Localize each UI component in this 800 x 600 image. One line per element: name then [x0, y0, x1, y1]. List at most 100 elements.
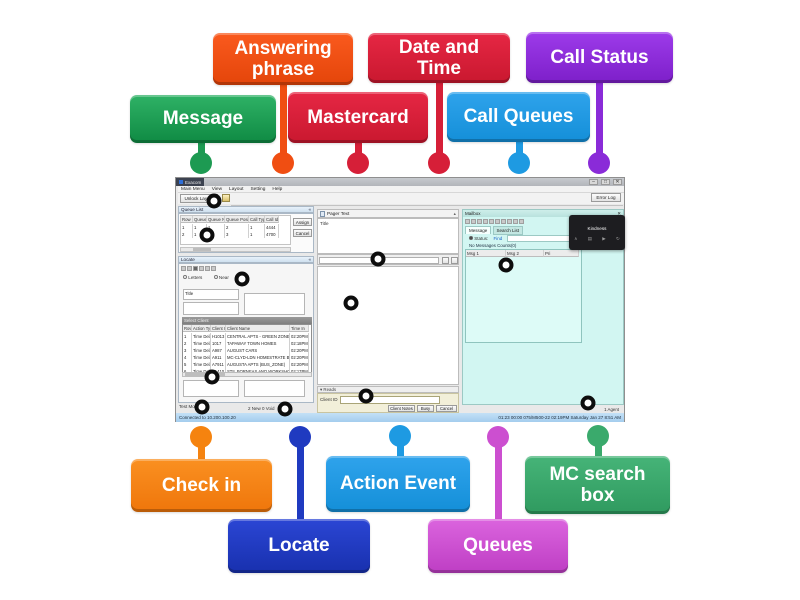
drop-marker[interactable]	[498, 257, 514, 273]
toolbar-icon	[507, 219, 512, 224]
mailbox-tabs: Message Search List	[465, 226, 524, 235]
table-cell: 1	[181, 224, 193, 231]
agents-text: 1 Agent	[604, 407, 619, 412]
toolbar-icon	[465, 219, 470, 224]
drop-marker[interactable]	[277, 401, 293, 417]
layout-icon	[222, 194, 230, 202]
status-label: Status:	[474, 236, 489, 241]
drop-marker[interactable]	[358, 388, 374, 404]
label-text: Call Queues	[463, 106, 574, 128]
drop-marker[interactable]	[206, 193, 222, 209]
drop-marker[interactable]	[199, 227, 215, 243]
label-connector-line	[515, 138, 523, 163]
column-header: Call Type	[249, 216, 265, 223]
table-row: 211314700	[181, 231, 290, 238]
table-cell: Time Delay	[193, 347, 211, 354]
mailbox-toolbar	[465, 219, 525, 226]
column-header: Call Id	[265, 216, 279, 223]
queue-panel-header: Queue List «	[178, 206, 314, 213]
new-void-text: 2 New 0 Void	[248, 406, 275, 411]
label-connector-line	[435, 79, 443, 163]
label-connector-line	[197, 139, 205, 163]
label-connector-line	[594, 436, 602, 460]
collapse-icon: «	[308, 257, 311, 262]
table-cell: 3	[183, 347, 192, 354]
test-mode-text: Test Mode	[179, 404, 200, 409]
window-controls: – □ ✕	[589, 179, 622, 185]
reads-bar: ▾ Reads	[317, 386, 459, 393]
label-connector-dot	[508, 152, 530, 174]
label-connector-dot	[272, 152, 294, 174]
table-cell: 02:17PM	[290, 368, 309, 375]
minimize-icon: –	[589, 179, 598, 185]
label-action-event[interactable]: Action Event	[326, 456, 470, 512]
label-date-and-time[interactable]: Date and Time	[368, 33, 510, 83]
locate-panel-header: Locate «	[178, 256, 314, 263]
label-text: Answering phrase	[234, 37, 332, 80]
label-text: Action Event	[339, 473, 457, 495]
play-icon: ▶	[602, 236, 606, 241]
label-call-status[interactable]: Call Status	[526, 32, 673, 83]
label-mc-search-box[interactable]: MC search box	[525, 456, 670, 514]
drop-marker[interactable]	[343, 295, 359, 311]
collapse-icon: ∧	[574, 236, 578, 241]
queue-grid: Row IdQueue IdQueue NameQueue PositionCa…	[180, 215, 291, 245]
maximize-icon: □	[601, 179, 610, 185]
status-bar: Connected to 10.200.100.20 01:23 00:00 0…	[176, 413, 624, 422]
tab-message: Message	[465, 226, 492, 234]
window-title-chip: Exacom	[176, 178, 205, 186]
pager-panel-title: Pager Text	[327, 211, 350, 216]
dock-splitter	[231, 205, 623, 206]
pager-title-label: Title	[320, 221, 329, 226]
toolbar-icon	[519, 219, 524, 224]
collapse-icon: ▴	[453, 210, 456, 216]
label-text: Message	[162, 108, 244, 130]
table-cell: 02:18PM	[291, 340, 309, 347]
drop-marker[interactable]	[234, 271, 250, 287]
refresh-icon: ↻	[616, 236, 620, 241]
label-connector-line	[296, 437, 304, 523]
label-connector-dot	[190, 426, 212, 448]
label-check-in[interactable]: Check in	[131, 459, 272, 512]
table-cell: STIL BORNEAS AND WORKSHOO	[226, 368, 290, 375]
toolbar-icon	[483, 219, 488, 224]
label-answering-phrase[interactable]: Answering phrase	[213, 33, 353, 85]
tab-search-list: Search List	[492, 226, 524, 235]
horizontal-scrollbar	[180, 247, 291, 252]
pager-input-row	[317, 254, 459, 265]
toolbar-icon	[205, 266, 210, 271]
drop-marker[interactable]	[370, 251, 386, 267]
table-cell: Time Delay	[193, 340, 211, 347]
toolbar-icon	[187, 266, 192, 271]
menu-item: Layout	[229, 186, 244, 192]
label-queues[interactable]: Queues	[428, 519, 568, 573]
column-header: Row Id	[183, 325, 192, 332]
label-mastercard[interactable]: Mastercard	[288, 92, 428, 143]
label-connector-line	[396, 436, 404, 460]
drop-marker[interactable]	[580, 395, 596, 411]
drop-marker[interactable]	[204, 369, 220, 385]
drop-marker[interactable]	[194, 399, 210, 415]
label-locate[interactable]: Locate	[228, 519, 370, 573]
toolbar-icon	[181, 266, 186, 271]
menu-item: View	[211, 186, 223, 192]
label-message[interactable]: Message	[130, 95, 276, 143]
queue-panel-body: Row IdQueue IdQueue NameQueue PositionCa…	[178, 213, 314, 253]
scrollbar-thumb	[193, 248, 211, 251]
label-call-queues[interactable]: Call Queues	[447, 92, 590, 142]
toolbar: Unlock Layout Error Log	[178, 193, 624, 204]
error-log-button: Error Log	[591, 193, 621, 202]
bottom-box-right	[244, 380, 305, 397]
label-connector-dot	[587, 425, 609, 447]
table-cell: 2	[183, 340, 192, 347]
close-icon: ✕	[617, 211, 621, 216]
locate-radios: Letters Near	[183, 275, 229, 280]
table-cell: A7911	[211, 361, 226, 368]
window-title: Exacom	[185, 179, 202, 185]
table-cell: 4700	[265, 231, 279, 238]
title-field: Title	[183, 289, 239, 300]
